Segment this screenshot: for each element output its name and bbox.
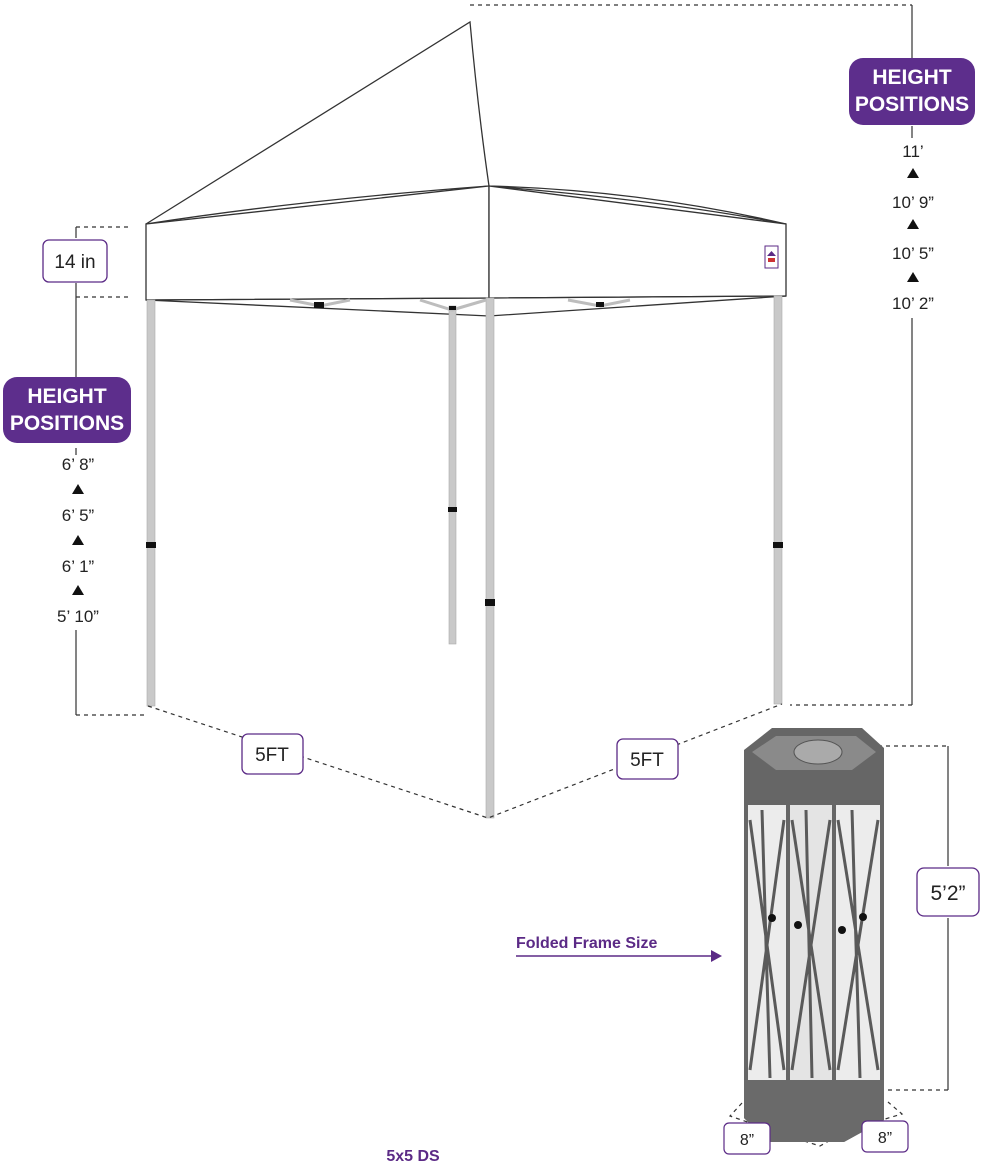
left-height-values: 6’ 8” 6’ 5” 6’ 1” 5’ 10” <box>57 455 99 626</box>
canopy-height-label: 14 in <box>42 239 108 283</box>
peak-height-2: 10’ 5” <box>892 244 934 263</box>
width-dim-label: 5FT <box>241 733 304 775</box>
up-arrow-icon <box>907 272 919 282</box>
up-arrow-icon <box>907 219 919 229</box>
depth-dim-label: 5FT <box>616 738 679 780</box>
folded-depth-text: 8” <box>878 1130 892 1147</box>
folded-depth-label: 8” <box>861 1120 909 1153</box>
left-pill-line1: HEIGHT <box>27 385 107 408</box>
up-arrow-icon <box>72 484 84 494</box>
up-arrow-icon <box>72 585 84 595</box>
folded-frame <box>744 728 884 1142</box>
peak-height-0: 11’ <box>902 142 923 161</box>
frame-legs <box>146 295 783 819</box>
model-name: 5x5 DS <box>386 1148 440 1165</box>
folded-arrow-icon <box>516 950 722 962</box>
leg-height-2: 6’ 1” <box>62 557 95 576</box>
folded-frame-label: Folded Frame Size <box>516 935 657 952</box>
right-height-pill: HEIGHT POSITIONS <box>849 58 975 125</box>
peak-height-3: 10’ 2” <box>892 294 934 313</box>
folded-width-label: 8” <box>723 1122 771 1155</box>
right-pill-line2: POSITIONS <box>855 93 969 116</box>
leg-height-3: 5’ 10” <box>57 607 99 626</box>
depth-dim-text: 5FT <box>630 750 664 771</box>
canopy-height-text: 14 in <box>54 252 95 273</box>
width-dim-text: 5FT <box>255 745 289 766</box>
up-arrow-icon <box>907 168 919 178</box>
peak-height-1: 10’ 9” <box>892 193 934 212</box>
frame-joints <box>146 302 783 606</box>
canopy-logo-icon <box>764 245 779 269</box>
canopy-top <box>145 20 787 317</box>
dimension-lines <box>75 4 949 1147</box>
up-arrow-icon <box>72 535 84 545</box>
folded-height-text: 5’2” <box>930 882 965 905</box>
left-height-pill: HEIGHT POSITIONS <box>3 377 131 443</box>
right-height-values: 11’ 10’ 9” 10’ 5” 10’ 2” <box>892 142 934 313</box>
leg-height-0: 6’ 8” <box>62 455 95 474</box>
folded-width-text: 8” <box>740 1132 754 1149</box>
left-pill-line2: POSITIONS <box>10 412 124 435</box>
folded-height-label: 5’2” <box>916 867 980 917</box>
right-pill-line1: HEIGHT <box>872 66 952 89</box>
leg-height-1: 6’ 5” <box>62 506 95 525</box>
